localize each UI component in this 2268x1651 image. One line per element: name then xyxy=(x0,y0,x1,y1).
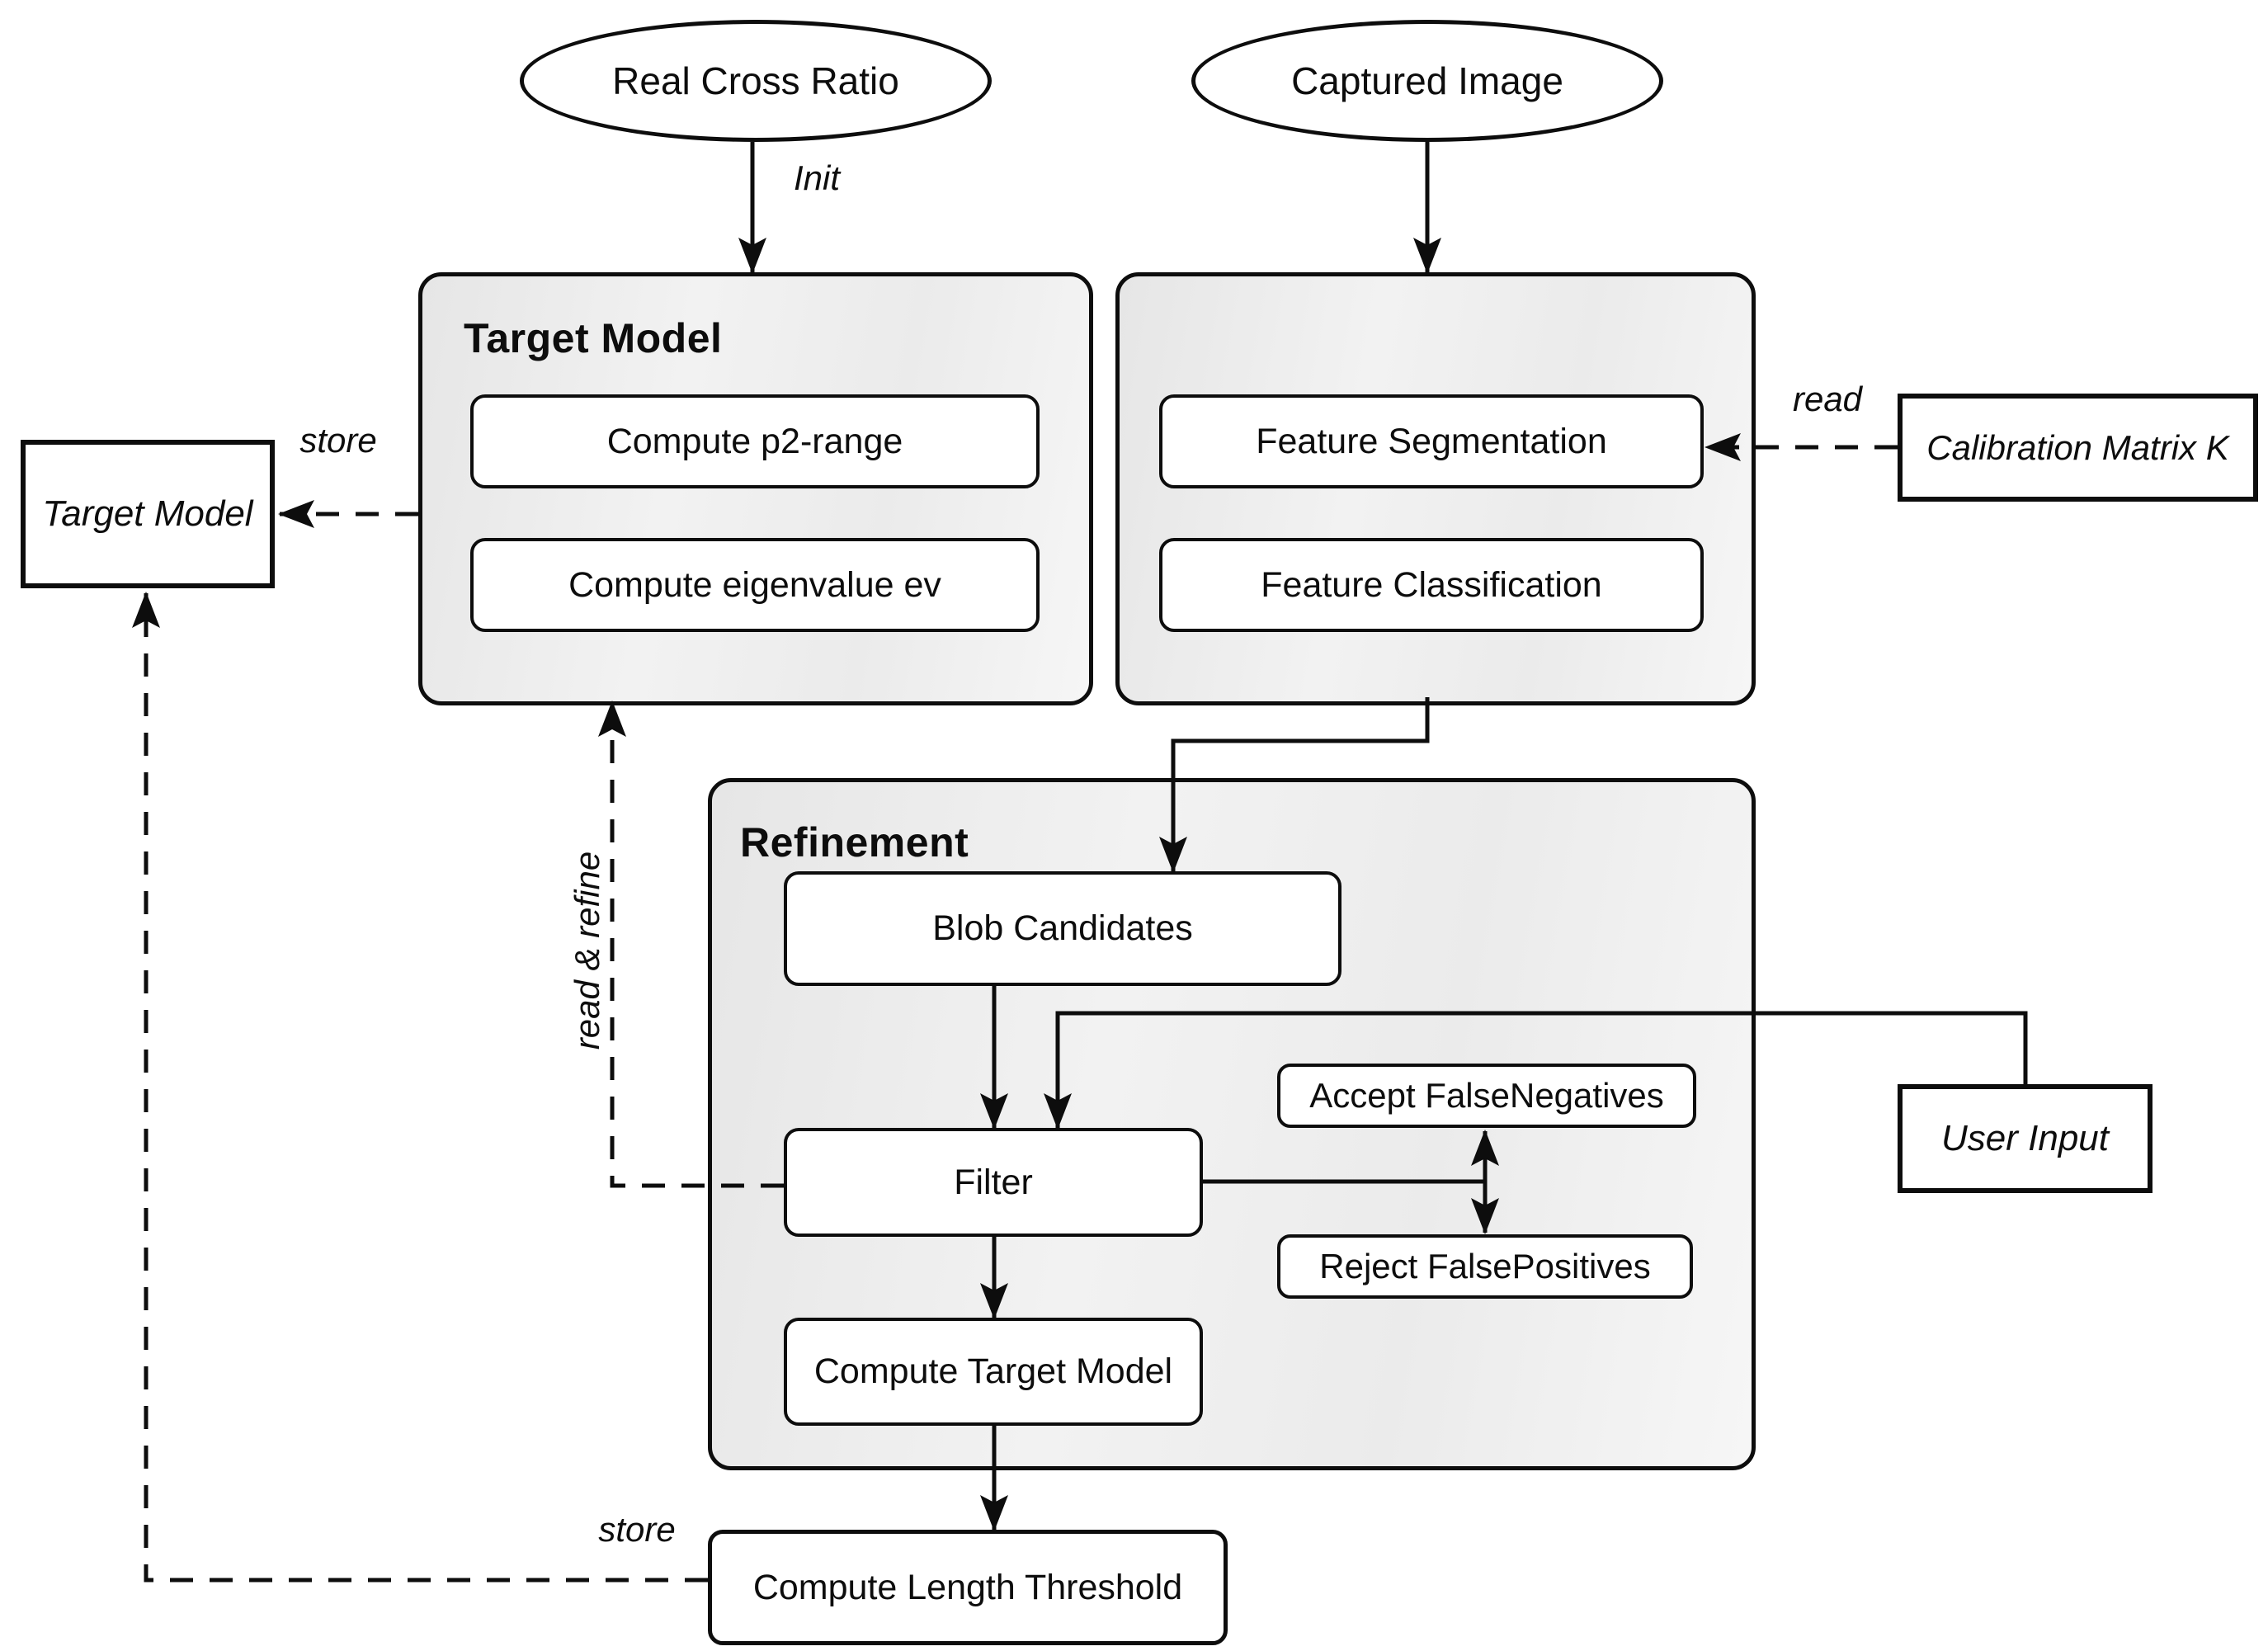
target-model-container-title: Target Model xyxy=(464,315,723,361)
accept-false-negatives-box: Accept FalseNegatives xyxy=(1277,1064,1696,1128)
blob-candidates-box: Blob Candidates xyxy=(784,871,1341,986)
dashed-arrow-store-threshold xyxy=(132,592,708,1583)
init-edge-label: Init xyxy=(793,158,841,197)
compute-target-model-box: Compute Target Model xyxy=(784,1318,1203,1426)
compute-p2-range-box: Compute p2-range xyxy=(470,394,1040,488)
compute-length-threshold-box: Compute Length Threshold xyxy=(708,1530,1228,1645)
refinement-container-title: Refinement xyxy=(740,819,969,866)
feature-container xyxy=(1115,272,1756,705)
read-refine-edge-label: read & refine xyxy=(568,851,606,1050)
arrow-user-input-to-filter xyxy=(1044,1011,2028,1130)
user-input-box: User Input xyxy=(1898,1084,2152,1193)
real-cross-ratio-ellipse: Real Cross Ratio xyxy=(520,20,992,142)
store-model-edge-label: store xyxy=(299,421,377,460)
target-model-store-box: Target Model xyxy=(21,440,275,588)
store-threshold-edge-label: store xyxy=(598,1510,676,1549)
reject-false-positives-box: Reject FalsePositives xyxy=(1277,1234,1693,1299)
feature-classification-box: Feature Classification xyxy=(1159,538,1704,632)
dashed-arrow-read-refine xyxy=(598,700,784,1188)
target-model-container: Target Model xyxy=(418,272,1093,705)
arrow-features-to-blob xyxy=(1159,697,1430,873)
calibration-matrix-box: Calibration Matrix K xyxy=(1898,394,2258,502)
filter-box: Filter xyxy=(784,1128,1203,1237)
read-edge-label: read xyxy=(1792,380,1863,418)
compute-eigenvalue-box: Compute eigenvalue ev xyxy=(470,538,1040,632)
captured-image-ellipse: Captured Image xyxy=(1191,20,1663,142)
feature-segmentation-box: Feature Segmentation xyxy=(1159,394,1704,488)
